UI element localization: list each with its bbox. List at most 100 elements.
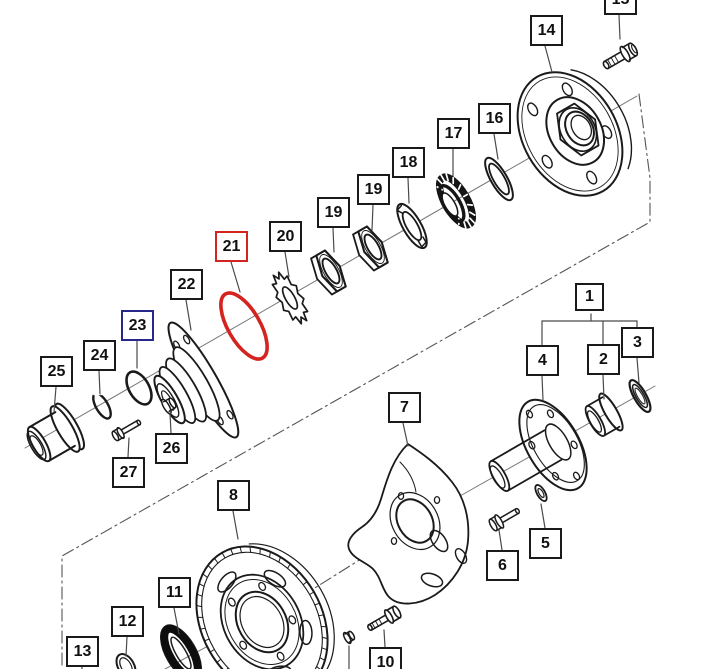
part-15-bolt [602, 42, 639, 70]
leader-8 [232, 510, 239, 540]
callout-1-label: 1 [585, 288, 594, 305]
leader-20 [284, 251, 290, 278]
leader-26 [169, 412, 172, 434]
callout-8[interactable]: 8 [217, 480, 250, 511]
callout-10[interactable]: 10 [369, 647, 402, 669]
part-small-nut [342, 630, 356, 645]
callout-21-label: 21 [222, 237, 241, 255]
part-18-tab-washer [396, 202, 428, 250]
callout-22-label: 22 [177, 275, 196, 293]
leader-24 [98, 370, 101, 395]
callout-16[interactable]: 16 [478, 103, 511, 134]
leader-21 [230, 261, 241, 293]
leader-15 [618, 14, 621, 40]
part-5-washer [534, 484, 548, 502]
callout-19b-label: 19 [324, 203, 343, 221]
callout-17-label: 17 [444, 124, 463, 142]
callout-14-label: 14 [537, 21, 556, 39]
callout-10-label: 10 [376, 653, 395, 669]
callout-13[interactable]: 13 [66, 636, 99, 667]
callout-7-label: 7 [400, 398, 409, 416]
part-19-hex-nut-left [310, 249, 347, 296]
part-2-bushing [584, 392, 624, 437]
leader-18 [407, 177, 410, 204]
leader-lines [53, 14, 640, 669]
part-4-spindle [488, 398, 588, 492]
part-7-dust-shield [347, 443, 470, 605]
fold-line-main [61, 93, 651, 669]
leader-19a [371, 204, 374, 231]
callout-23[interactable]: 23 [121, 310, 154, 341]
callout-26-label: 26 [162, 439, 181, 457]
leader-11 [173, 607, 180, 635]
callout-21[interactable]: 21 [215, 231, 248, 262]
leader-14 [544, 45, 553, 73]
callout-3[interactable]: 3 [621, 327, 654, 358]
callout-11[interactable]: 11 [158, 577, 191, 608]
callout-5[interactable]: 5 [529, 528, 562, 559]
part-27-bolt [111, 419, 142, 442]
callout-5-label: 5 [541, 534, 550, 552]
part-10-bolt [367, 605, 402, 632]
callout-20-label: 20 [276, 227, 295, 245]
callout-2[interactable]: 2 [587, 344, 620, 375]
part-21-o-ring-red [219, 291, 269, 361]
leader-19b [332, 227, 335, 253]
leader-2 [602, 374, 605, 400]
leader-6 [498, 529, 503, 551]
callout-27-label: 27 [119, 463, 138, 481]
part-26-nut [160, 397, 177, 415]
callout-12[interactable]: 12 [111, 606, 144, 637]
callout-19a[interactable]: 19 [357, 174, 390, 205]
callout-15[interactable]: 15 [604, 0, 637, 15]
callout-6-label: 6 [498, 556, 507, 574]
callout-15-label: 15 [612, 0, 630, 8]
callout-25[interactable]: 25 [40, 356, 73, 387]
leader-12 [125, 636, 128, 657]
callout-6[interactable]: 6 [486, 550, 519, 581]
part-19-hex-nut-right [352, 225, 389, 272]
callout-23-label: 23 [128, 316, 147, 334]
callout-24[interactable]: 24 [83, 340, 116, 371]
callout-27[interactable]: 27 [112, 457, 145, 488]
callout-4-label: 4 [538, 351, 547, 369]
part-11-seal [160, 624, 202, 669]
callout-16-label: 16 [485, 109, 504, 127]
callout-26[interactable]: 26 [155, 433, 188, 464]
callout-1[interactable]: 1 [575, 283, 604, 311]
callout-19b[interactable]: 19 [317, 197, 350, 228]
callout-11-label: 11 [166, 583, 183, 601]
part-3-seal-ring [628, 379, 652, 413]
callout-4[interactable]: 4 [526, 345, 559, 376]
part-23-o-ring [125, 370, 153, 406]
leader-10 [383, 629, 386, 648]
leader-4 [541, 375, 544, 401]
leader-7 [402, 422, 409, 447]
leader-5 [540, 503, 546, 529]
callout-18-label: 18 [399, 153, 418, 171]
part-25-cap [26, 402, 85, 463]
part-20-star-washer [271, 271, 309, 325]
callout-24-label: 24 [90, 346, 109, 364]
leader-16 [493, 133, 499, 160]
callout-7[interactable]: 7 [388, 392, 421, 423]
part-8-brake-rotor [195, 543, 335, 669]
callout-19a-label: 19 [364, 180, 383, 198]
leader-25 [53, 386, 57, 413]
part-17-bearing [435, 173, 477, 229]
part-14-hub-flange [516, 69, 633, 197]
callout-14[interactable]: 14 [530, 15, 563, 46]
callout-2-label: 2 [599, 350, 608, 368]
callout-8-label: 8 [229, 486, 238, 504]
callout-20[interactable]: 20 [269, 221, 302, 252]
part-16-washer [484, 156, 514, 202]
callout-22[interactable]: 22 [170, 269, 203, 300]
callout-3-label: 3 [633, 333, 642, 351]
callout-17[interactable]: 17 [437, 118, 470, 149]
part-24-snap-ring [92, 390, 112, 420]
callout-13-label: 13 [73, 642, 92, 660]
leader-22 [185, 299, 192, 331]
callout-18[interactable]: 18 [392, 147, 425, 178]
